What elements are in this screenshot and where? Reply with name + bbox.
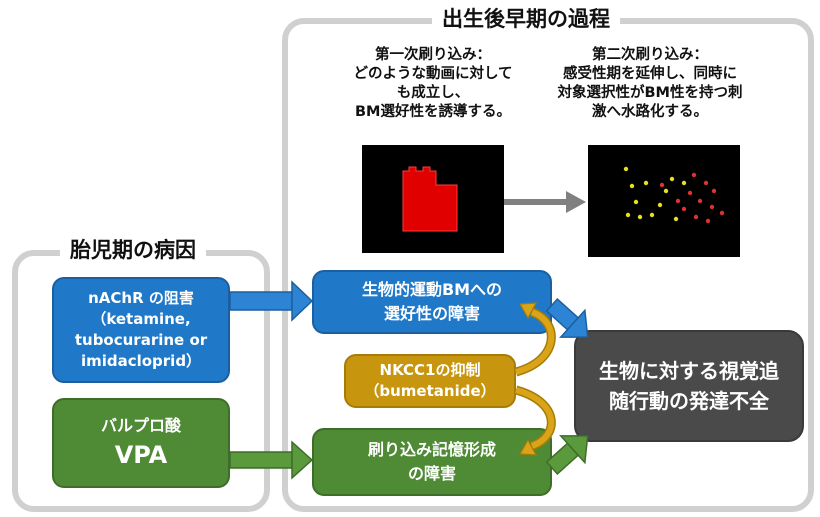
valproic-acid-box: バルプロ酸 VPA: [52, 398, 230, 488]
vpa-japanese-label: バルプロ酸: [100, 416, 181, 435]
vpa-to-memory-arrow: [229, 440, 314, 480]
bm-preference-impairment-box: 生物的運動BMへの 選好性の障害: [312, 270, 552, 334]
point-light-figure: [623, 166, 725, 224]
first-imprinting-caption: 第一次刷り込み： どのような動画に対して も成立し、 BM選好性を誘導する。: [353, 47, 513, 120]
nachr-inhibition-box: nAChR の阻害 （ketamine, tubocurarine or imi…: [52, 277, 230, 383]
imprinting-memory-impairment-box: 刷り込み記憶形成 の障害: [312, 428, 552, 496]
nkcc1-inhibition-box: NKCC1の抑制 （bumetanide）: [344, 354, 516, 408]
first-stimulus-image: [362, 145, 504, 253]
vpa-label: VPA: [114, 441, 168, 469]
memory-to-outcome-arrow: [545, 435, 589, 476]
fetal-panel-title: 胎児期の病因: [60, 236, 206, 264]
nkcc1-to-bm-curved-arrow: [514, 302, 556, 377]
visual-tracking-deficit-box: 生物に対する視覚追 随行動の発達不全: [574, 330, 804, 442]
second-stimulus-image: [588, 145, 740, 257]
second-imprinting-caption: 第二次刷り込み： 感受性期を延伸し、同時に 対象選択性がBM性を持つ刺 激へ水路…: [557, 47, 743, 120]
nkcc1-to-memory-curved-arrow: [514, 385, 556, 456]
nachr-to-bm-arrow: [229, 280, 314, 322]
bm-to-outcome-arrow: [545, 297, 589, 338]
imprinting-progress-arrow: [504, 191, 586, 213]
red-block-figure: [402, 166, 458, 232]
postnatal-panel-title: 出生後早期の過程: [432, 5, 620, 33]
